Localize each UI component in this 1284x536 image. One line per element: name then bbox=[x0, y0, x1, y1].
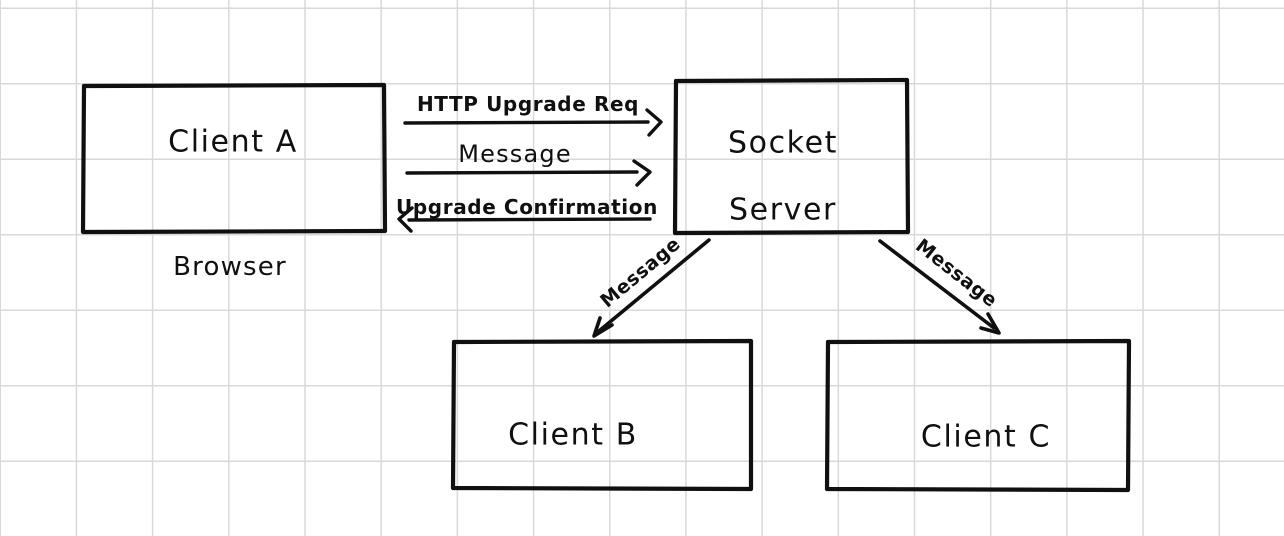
node-box-client-a[interactable] bbox=[80, 82, 388, 235]
node-label-client-a: Client A bbox=[168, 124, 298, 160]
node-label-socket-server-line2: Server bbox=[729, 192, 837, 228]
edge-message-client-a-to-server[interactable] bbox=[405, 159, 652, 187]
edge-label-http-upgrade-req: HTTP Upgrade Req bbox=[416, 92, 640, 116]
edge-label-upgrade-confirmation: Upgrade Confirmation bbox=[396, 195, 658, 219]
node-label-socket-server-line1: Socket bbox=[727, 125, 839, 161]
node-box-client-c[interactable] bbox=[824, 338, 1132, 493]
edge-http-upgrade-req[interactable] bbox=[403, 108, 663, 137]
edge-message-server-to-client-c[interactable] bbox=[878, 239, 1001, 335]
node-label-client-c: Client C bbox=[920, 419, 1052, 455]
node-box-client-b[interactable] bbox=[450, 338, 754, 492]
edge-message-server-to-client-b[interactable] bbox=[592, 238, 711, 338]
edge-label-message-client-a-to-server: Message bbox=[458, 140, 572, 168]
edge-upgrade-confirmation[interactable] bbox=[397, 206, 652, 233]
node-label-client-b: Client B bbox=[508, 417, 638, 453]
node-caption-browser: Browser bbox=[173, 252, 287, 282]
node-box-socket-server[interactable] bbox=[672, 77, 911, 236]
